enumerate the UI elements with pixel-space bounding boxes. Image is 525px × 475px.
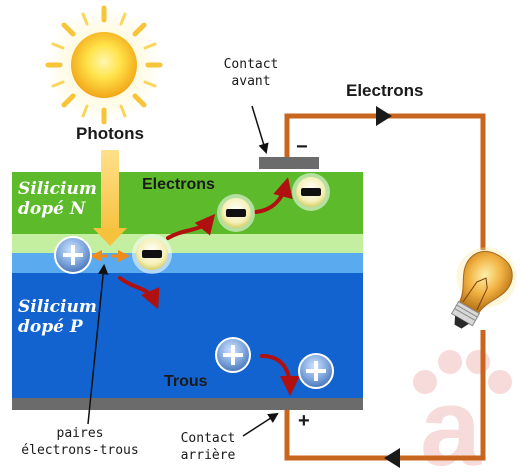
silicium-n-line-1: Silicium	[18, 179, 97, 199]
hole-icon	[54, 236, 92, 274]
electron-icon	[217, 194, 255, 232]
electron-motion-arrow-2	[254, 177, 293, 214]
layer-electrons-label: Electrons	[142, 176, 215, 193]
hole-icon	[215, 337, 251, 373]
contact-avant-label: Contact avant	[218, 56, 284, 90]
minus-terminal-sign: −	[296, 136, 308, 158]
photons-label: Photons	[76, 124, 144, 143]
silicium-p-line-1: Silicium	[18, 297, 97, 317]
paires-label: paires électrons-trous	[4, 425, 156, 459]
trous-label: Trous	[164, 373, 208, 390]
back-contact-bar	[12, 398, 363, 410]
circuit-electrons-label: Electrons	[346, 81, 424, 100]
contact-arriere-pointer	[242, 412, 279, 437]
junction-light-band	[12, 234, 363, 253]
silicium-n-label: Silicium dopé N	[18, 179, 97, 219]
silicium-p-label: Silicium dopé P	[18, 297, 97, 337]
front-contact-bar	[259, 157, 319, 169]
lightbulb-icon	[450, 247, 517, 329]
sun-icon	[45, 5, 163, 125]
circuit-arrow-bottom	[384, 448, 400, 468]
contact-avant-line-1: Contact	[223, 57, 279, 72]
contact-avant-line-2: avant	[231, 74, 271, 89]
silicium-p-line-2: dopé P	[18, 317, 83, 337]
hole-icon	[298, 353, 334, 389]
silicium-n-line-2: dopé N	[18, 199, 86, 219]
paires-pointer	[87, 263, 109, 425]
paires-line-1: paires	[56, 426, 104, 441]
contact-avant-pointer	[251, 105, 269, 155]
plus-terminal-sign: +	[298, 410, 310, 432]
electron-motion-arrow-3	[118, 276, 160, 310]
photon-beam	[93, 150, 127, 246]
hole-motion-arrow	[260, 354, 300, 396]
paires-line-2: électrons-trous	[21, 443, 139, 458]
electron-icon	[132, 234, 172, 274]
circuit-arrow-top	[376, 106, 392, 126]
electron-motion-arrow-1	[166, 213, 216, 240]
contact-arriere-line-1: Contact	[180, 431, 236, 446]
electron-icon	[292, 173, 330, 211]
contact-arriere-line-2: arrière	[180, 448, 236, 463]
contact-arriere-label: Contact arrière	[173, 430, 243, 464]
